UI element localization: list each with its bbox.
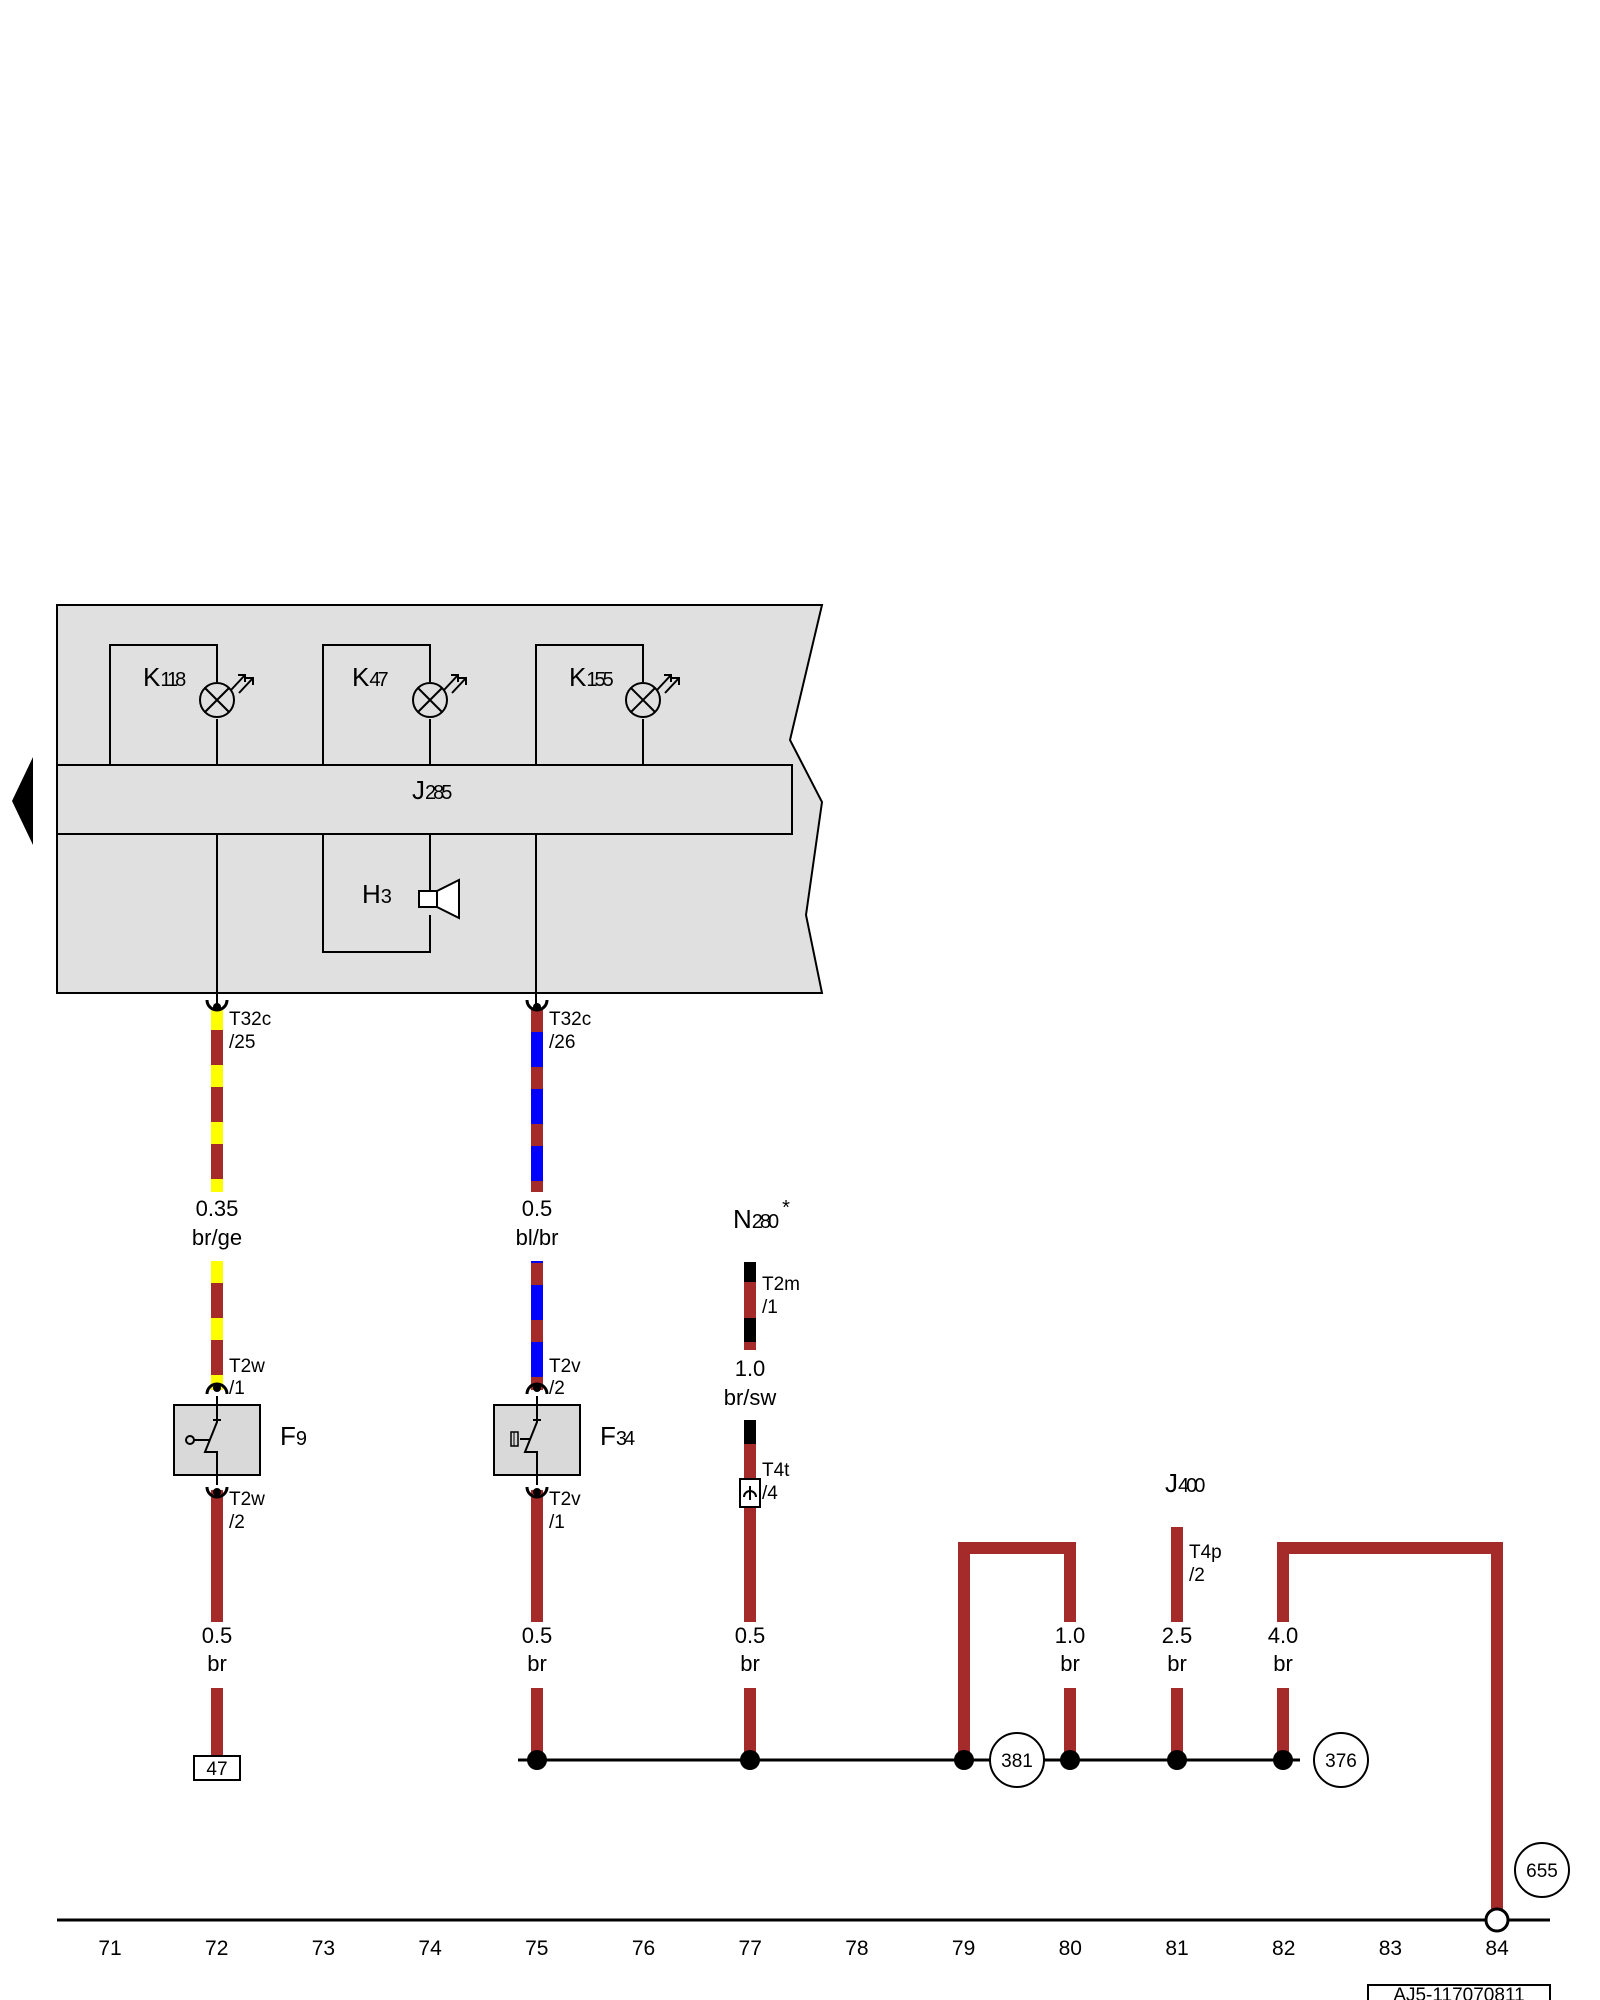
connector-label: T32c bbox=[549, 1009, 591, 1030]
reference-655-label: 655 bbox=[1526, 1861, 1558, 1882]
reference-655[interactable]: 655 bbox=[1514, 1842, 1570, 1898]
wire-color-label: br bbox=[740, 1651, 760, 1676]
wire-color-label: br bbox=[1060, 1651, 1080, 1676]
junction-81[interactable] bbox=[1167, 1750, 1187, 1770]
connector-pin: /25 bbox=[229, 1032, 255, 1053]
bulb-icon bbox=[625, 682, 661, 718]
connector-icon bbox=[525, 1486, 549, 1499]
column-number: 83 bbox=[1379, 1937, 1402, 1960]
column-number: 71 bbox=[98, 1937, 121, 1960]
connector-t4t-symbol bbox=[739, 1478, 761, 1508]
warning-lamp-k47 bbox=[412, 674, 467, 718]
wire-color-label: br bbox=[207, 1651, 227, 1676]
wire-color-label: br/ge bbox=[192, 1225, 242, 1250]
light-rays-icon bbox=[656, 674, 680, 694]
column-number: 76 bbox=[632, 1937, 655, 1960]
wire-size-label: 1.0 bbox=[1055, 1623, 1086, 1648]
internal-wiring bbox=[109, 644, 644, 1008]
wire-size-label: 0.5 bbox=[522, 1196, 553, 1221]
column-number: 74 bbox=[418, 1937, 442, 1960]
connector-label: T2v bbox=[549, 1356, 581, 1377]
connector-pin: /1 bbox=[229, 1378, 245, 1399]
reference-47-label: 47 bbox=[206, 1759, 227, 1780]
connector-pin: /26 bbox=[549, 1032, 575, 1053]
warning-lamp-k155 bbox=[625, 674, 680, 718]
fuse-f9[interactable] bbox=[173, 1396, 261, 1485]
junction-75[interactable] bbox=[527, 1750, 547, 1770]
reference-376[interactable]: 376 bbox=[1313, 1732, 1369, 1788]
junction-79[interactable] bbox=[954, 1750, 974, 1770]
wire-size-label: 2.5 bbox=[1162, 1623, 1193, 1648]
connector-label: T2v bbox=[549, 1489, 581, 1510]
connector-label: T4t bbox=[762, 1460, 790, 1481]
connector-icon bbox=[205, 1486, 229, 1499]
document-code-box: AJ5-117070811 bbox=[1367, 1984, 1551, 2000]
wire-size-label: 0.5 bbox=[202, 1623, 233, 1648]
wire-82-84[interactable] bbox=[1277, 1542, 1503, 1920]
column-number: 72 bbox=[205, 1937, 228, 1960]
brake-fluid-switch-icon bbox=[510, 1431, 530, 1447]
connector-pin: /2 bbox=[229, 1512, 245, 1533]
column-number: 84 bbox=[1485, 1937, 1509, 1960]
connector-pins bbox=[213, 1003, 541, 1496]
column-number: 73 bbox=[312, 1937, 335, 1960]
wire-79-80-loop[interactable] bbox=[958, 1542, 1076, 1760]
handbrake-switch-icon bbox=[185, 1435, 210, 1445]
connector-pin: /2 bbox=[1189, 1565, 1205, 1586]
junction-77[interactable] bbox=[740, 1750, 760, 1770]
wire-color-label: br bbox=[527, 1651, 547, 1676]
light-rays-icon bbox=[443, 674, 467, 694]
light-rays-icon bbox=[230, 674, 254, 694]
column-number: 78 bbox=[845, 1937, 868, 1960]
wire-color-label: br bbox=[1273, 1651, 1293, 1676]
rail-connection-84[interactable] bbox=[1484, 1907, 1510, 1933]
column-numbers: 71 72 73 74 75 76 77 78 79 80 81 82 83 84 bbox=[98, 1937, 1509, 1960]
left-page-arrow-icon[interactable] bbox=[12, 757, 33, 845]
connector-pin: /1 bbox=[549, 1512, 565, 1533]
column-number: 82 bbox=[1272, 1937, 1295, 1960]
column-number: 81 bbox=[1165, 1937, 1188, 1960]
reference-376-label: 376 bbox=[1325, 1751, 1357, 1772]
junction-82[interactable] bbox=[1273, 1750, 1293, 1770]
reference-381[interactable]: 381 bbox=[989, 1732, 1045, 1788]
connector-pin: /4 bbox=[762, 1483, 778, 1504]
connector-label: T4p bbox=[1189, 1542, 1222, 1563]
wire-color-label: bl/br bbox=[516, 1225, 559, 1250]
junction-80[interactable] bbox=[1060, 1750, 1080, 1770]
wire-size-label: 0.35 bbox=[196, 1196, 239, 1221]
column-number: 79 bbox=[952, 1937, 975, 1960]
connector-label: T2m bbox=[762, 1274, 800, 1295]
fuse-f34[interactable] bbox=[493, 1396, 581, 1485]
column-number: 77 bbox=[739, 1937, 762, 1960]
document-code: AJ5-117070811 bbox=[1393, 1985, 1524, 2000]
connector-label: T2w bbox=[229, 1489, 265, 1510]
bulb-icon bbox=[199, 682, 235, 718]
connector-label: T32c bbox=[229, 1009, 271, 1030]
connector-label: T2w bbox=[229, 1356, 265, 1377]
junction-points bbox=[527, 1750, 1293, 1770]
connector-pin: /2 bbox=[549, 1378, 565, 1399]
control-unit-j285 bbox=[56, 764, 793, 835]
column-number: 75 bbox=[525, 1937, 548, 1960]
wire-size-label: 0.5 bbox=[522, 1623, 553, 1648]
reference-381-label: 381 bbox=[1001, 1751, 1033, 1772]
reference-47[interactable]: 47 bbox=[193, 1755, 241, 1781]
column-number: 80 bbox=[1059, 1937, 1082, 1960]
connector-pin: /1 bbox=[762, 1297, 778, 1318]
wire-color-label: br bbox=[1167, 1651, 1187, 1676]
wire-color-label: br/sw bbox=[724, 1385, 777, 1410]
wire-size-label: 0.5 bbox=[735, 1623, 766, 1648]
buzzer-icon bbox=[418, 878, 460, 920]
wire-size-label: 1.0 bbox=[735, 1356, 766, 1381]
wire-size-label: 4.0 bbox=[1268, 1623, 1299, 1648]
bulb-icon bbox=[412, 682, 448, 718]
warning-lamp-k118 bbox=[199, 674, 254, 718]
